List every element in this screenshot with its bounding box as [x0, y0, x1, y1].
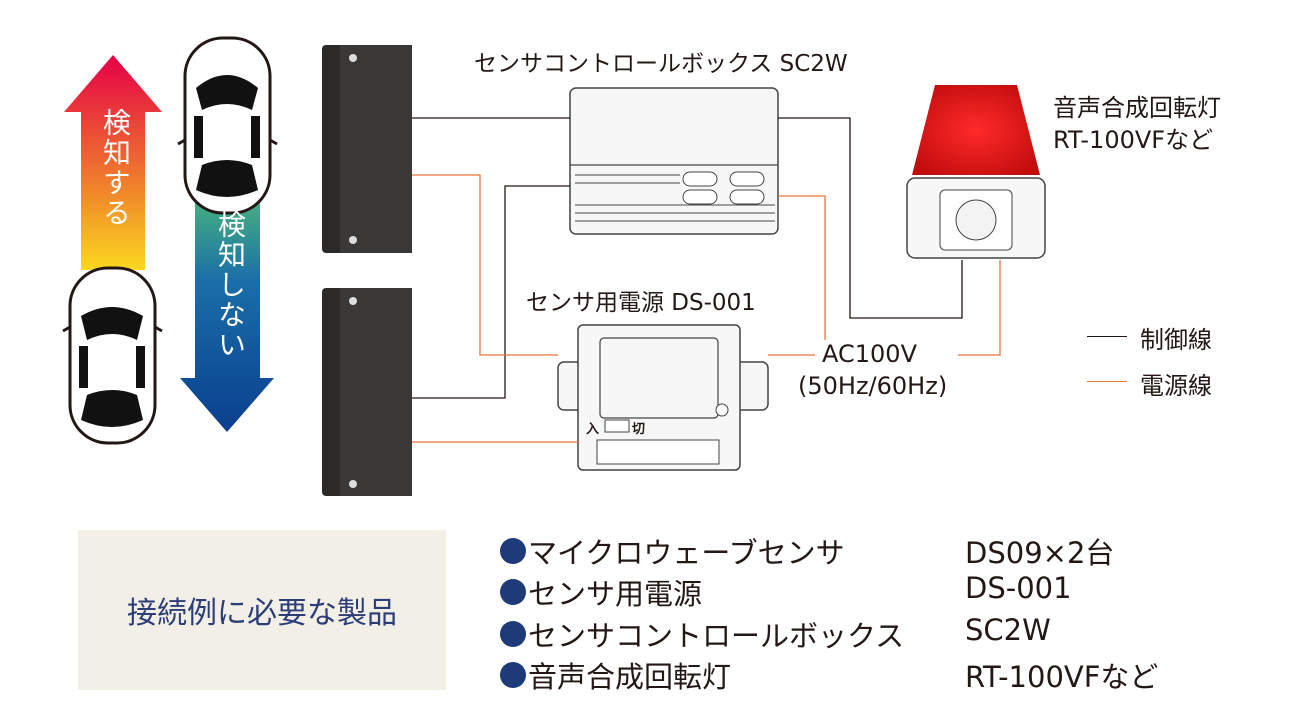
- switch-off-label: 切: [632, 422, 646, 437]
- control-box-label: センサコントロールボックス SC2W: [474, 51, 848, 77]
- product-name: マイクロウェーブセンサ: [528, 536, 845, 570]
- microwave-sensor-top: [322, 45, 412, 253]
- bullet-icon: [500, 621, 526, 647]
- product-value: DS-001: [965, 571, 1072, 605]
- products-title-box: 接続例に必要な製品: [78, 530, 446, 690]
- no-detect-arrow: [180, 200, 274, 432]
- power-supply-ds001: [557, 324, 769, 471]
- product-row: センサ用電源: [500, 571, 702, 613]
- detect-arrow: [64, 55, 162, 270]
- ac-label-line2: (50Hz/60Hz): [798, 372, 948, 400]
- product-name: 音声合成回転灯: [528, 660, 732, 694]
- car-upper-icon: [177, 36, 278, 215]
- power-wires: [412, 174, 1001, 443]
- power-line-swatch: [1087, 381, 1127, 382]
- bullet-icon: [500, 662, 526, 688]
- control-line-label: 制御線: [1140, 326, 1212, 354]
- control-line-swatch: [1087, 336, 1127, 337]
- product-name: センサ用電源: [528, 577, 703, 611]
- control-wires: [412, 117, 963, 399]
- product-value: DS09×2台: [965, 536, 1115, 570]
- lamp-label-line1: 音声合成回転灯: [1053, 94, 1221, 122]
- switch-in-label: 入: [586, 422, 600, 437]
- product-value: SC2W: [965, 613, 1051, 647]
- products-title: 接続例に必要な製品: [127, 596, 397, 631]
- detect-label: 検知する: [99, 108, 132, 228]
- ac-label-line1: AC100V: [822, 340, 917, 368]
- product-row: 音声合成回転灯: [500, 654, 731, 696]
- microwave-sensor-bottom: [322, 288, 412, 496]
- bullet-icon: [500, 579, 526, 605]
- power-line-label: 電源線: [1140, 372, 1212, 400]
- product-row: センサコントロールボックス: [500, 613, 904, 655]
- bullet-icon: [500, 538, 526, 564]
- rotating-lamp-rt100vf: [906, 85, 1046, 259]
- product-name: センサコントロールボックス: [528, 619, 905, 653]
- car-lower-icon: [62, 266, 163, 445]
- no-detect-label: 検知しない: [214, 210, 247, 360]
- lamp-label-line2: RT-100VFなど: [1053, 126, 1214, 154]
- product-value: RT-100VFなど: [965, 660, 1159, 694]
- control-box-sc2w: [569, 87, 779, 235]
- power-supply-label: センサ用電源 DS-001: [526, 290, 756, 316]
- product-row: マイクロウェーブセンサ: [500, 530, 845, 572]
